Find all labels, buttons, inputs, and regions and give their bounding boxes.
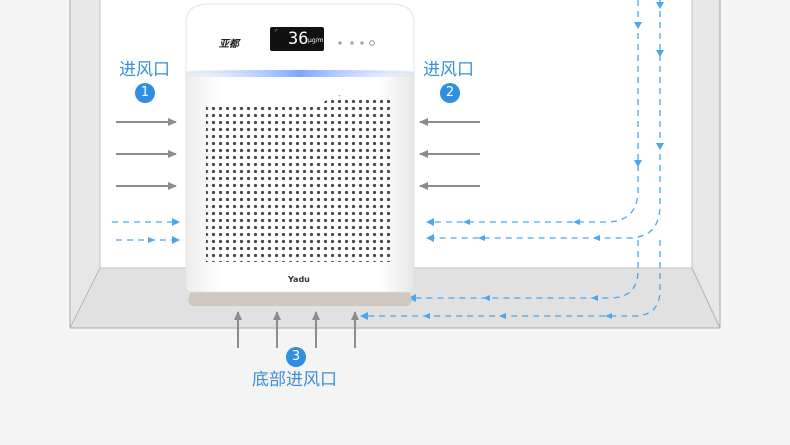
- power-button: [369, 40, 375, 46]
- airflow-paths: [112, 0, 661, 320]
- airflow-path-right-1: [426, 0, 639, 226]
- airflow-path-right-2: [426, 0, 661, 242]
- right-arrow: [148, 237, 155, 243]
- display-unit: μg/m³: [308, 37, 326, 44]
- inlet-label-1: 进风口: [119, 60, 170, 80]
- inlet-label-3: 底部进风口: [252, 370, 337, 390]
- control-button: [350, 41, 354, 45]
- airflow-path-bottom-2: [360, 240, 661, 320]
- grille-area: [206, 95, 392, 263]
- left-arrow: [463, 219, 470, 225]
- left-arrow: [593, 235, 600, 241]
- inlet-badge-2: 2: [440, 83, 460, 103]
- wifi-icon: ◜: [275, 28, 278, 35]
- down-arrow: [656, 50, 664, 57]
- left-arrow: [423, 313, 430, 319]
- left-arrow: [591, 295, 598, 301]
- down-arrow: [634, 160, 642, 167]
- inlet-badge-1: 1: [135, 83, 155, 103]
- inlet-badge-3: 3: [286, 347, 306, 367]
- display-panel: [270, 27, 324, 51]
- inlet-label-2: 进风口: [423, 60, 474, 80]
- purifier-brand: Yadu: [288, 275, 310, 284]
- airflow-down-arrows: [634, 2, 664, 167]
- gray-inlet-arrows: [116, 118, 480, 348]
- down-arrow: [656, 2, 664, 9]
- display-value: 36: [288, 29, 309, 49]
- purifier-logo: 亚都: [219, 39, 239, 50]
- control-button: [360, 41, 364, 45]
- down-arrow: [656, 143, 664, 150]
- left-arrow: [499, 313, 506, 319]
- air-purifier: [185, 3, 415, 306]
- down-arrow: [634, 22, 642, 29]
- left-arrow: [483, 295, 490, 301]
- control-button: [338, 41, 342, 45]
- left-arrow: [605, 313, 612, 319]
- left-arrow: [478, 235, 485, 241]
- airflow-mid-arrows: [148, 219, 612, 319]
- purifier-light-strip: [188, 70, 412, 77]
- left-arrow: [573, 219, 580, 225]
